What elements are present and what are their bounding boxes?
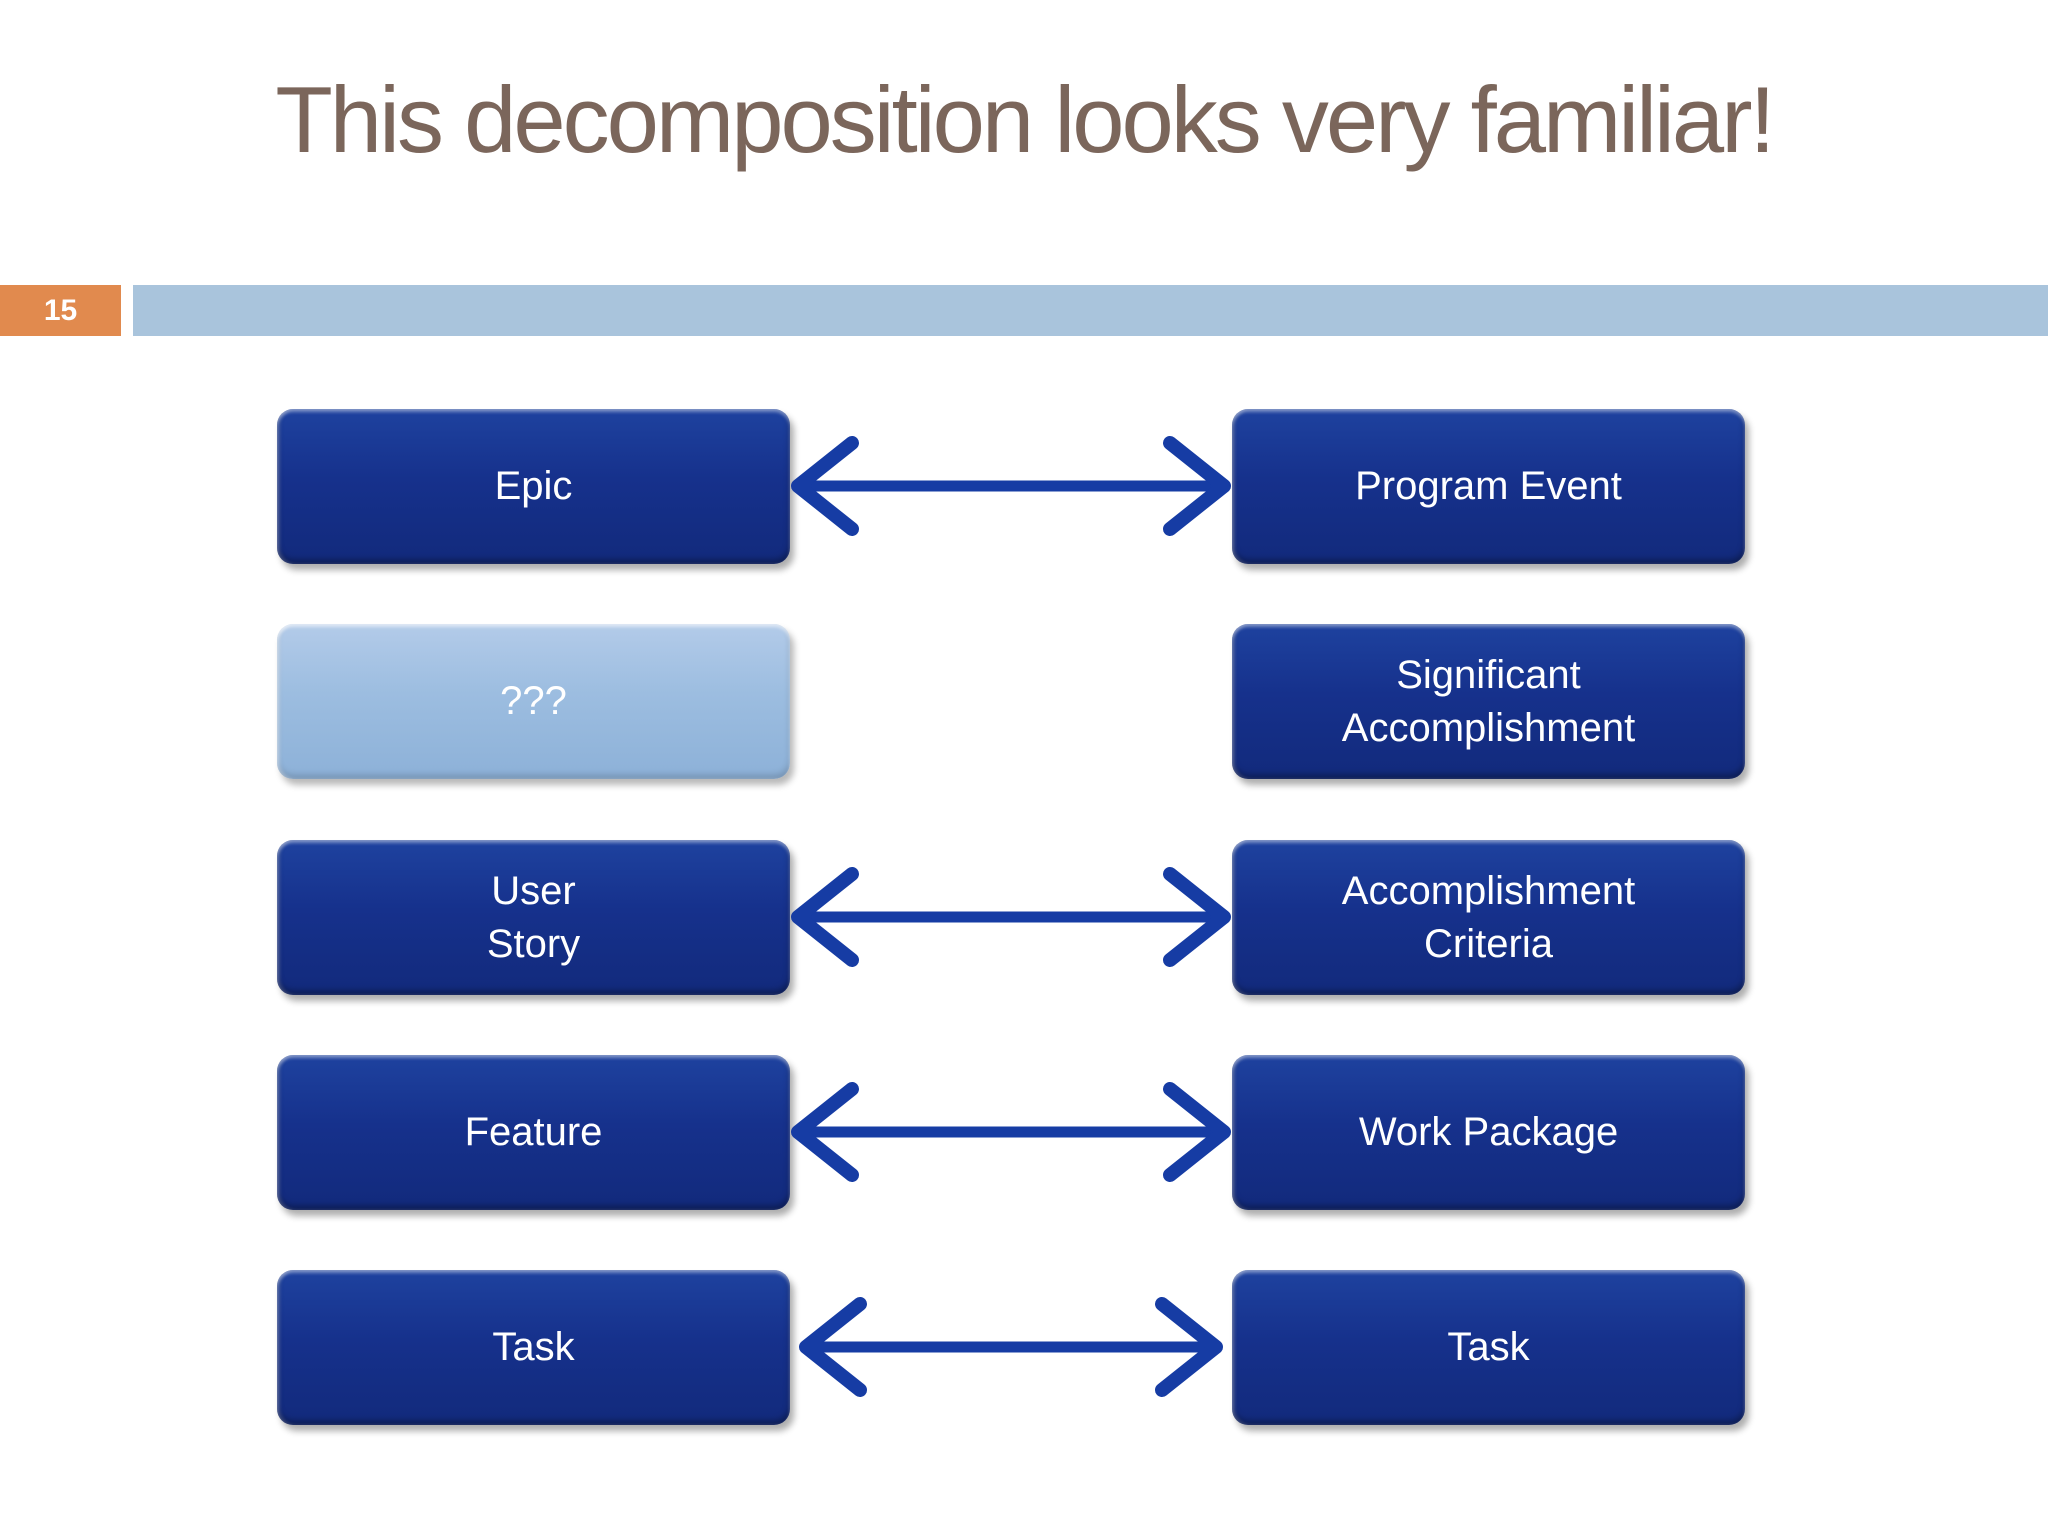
page-number-badge: 15 — [0, 285, 121, 336]
box-user-story: User Story — [277, 840, 790, 995]
box-user-story-label: User Story — [486, 868, 581, 966]
box-significant-accomplishment: Significant Accomplishment — [1232, 624, 1745, 779]
double-arrow-icon-task-task — [790, 1287, 1232, 1407]
box-task-left: Task — [277, 1270, 790, 1425]
box-work-package-label: Work Package — [1358, 1110, 1619, 1155]
box-task-left-label: Task — [492, 1325, 575, 1370]
slide-title: This decomposition looks very familiar! — [275, 67, 1775, 172]
header-bar — [133, 285, 2048, 336]
box-accomplishment-criteria-label: Accomplishment Criteria — [1341, 868, 1636, 966]
box-accomplishment-criteria: Accomplishment Criteria — [1232, 840, 1745, 995]
box-epic-label: Epic — [494, 464, 573, 509]
box-unknown-placeholder: ??? — [277, 624, 790, 779]
box-task-right: Task — [1232, 1270, 1745, 1425]
double-arrow-icon-user-story-accomplishment-criteria — [790, 857, 1232, 977]
box-feature: Feature — [277, 1055, 790, 1210]
page-number: 15 — [43, 293, 78, 327]
double-arrow-icon-feature-work-package — [790, 1072, 1232, 1192]
box-epic: Epic — [277, 409, 790, 564]
box-unknown-placeholder-label: ??? — [500, 679, 567, 724]
box-task-right-label: Task — [1447, 1325, 1530, 1370]
box-work-package: Work Package — [1232, 1055, 1745, 1210]
box-program-event: Program Event — [1232, 409, 1745, 564]
box-program-event-label: Program Event — [1355, 464, 1622, 509]
box-feature-label: Feature — [464, 1110, 603, 1155]
double-arrow-icon-epic-program-event — [790, 426, 1232, 546]
box-significant-accomplishment-label: Significant Accomplishment — [1341, 652, 1636, 750]
